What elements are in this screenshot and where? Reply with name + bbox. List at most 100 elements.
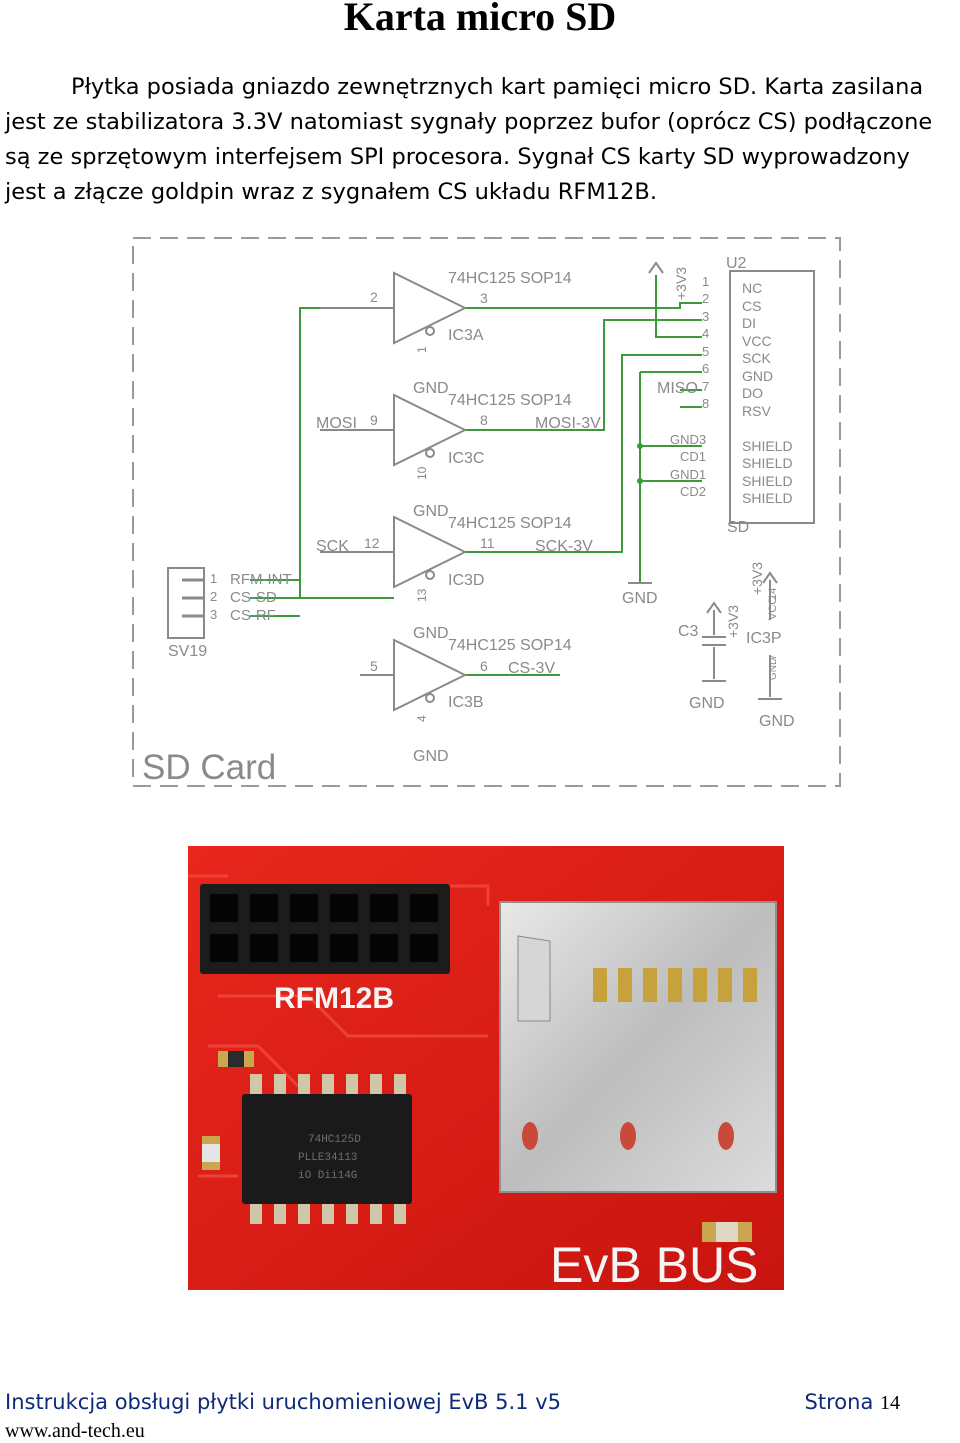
sd-card-schematic: SD Card — [132, 237, 841, 787]
sd-pin-name: GND — [742, 368, 773, 384]
sd-pin-name: DO — [742, 385, 763, 401]
sd-shield-name: SHIELD — [742, 490, 793, 506]
chip-pins — [250, 1074, 406, 1224]
connector-name: SV19 — [168, 643, 207, 660]
sd-pin-numbers: 1 2 3 4 5 6 7 8 — [702, 274, 709, 411]
sd-shield-name: SHIELD — [742, 455, 793, 471]
sd-pin-num: 2 — [702, 291, 709, 306]
power-name: IC3P — [746, 630, 782, 647]
buffer-out-pin: 6 — [480, 658, 488, 674]
sd-shield-name: SHIELD — [742, 473, 793, 489]
buffer-gnd: GND — [413, 503, 449, 520]
footer-page-number: 14 — [880, 1392, 900, 1414]
frame-label: SD Card — [142, 748, 276, 787]
junction-dot — [637, 478, 643, 484]
connector-net: CS-SD — [230, 589, 277, 606]
connector-net: CS-RF — [230, 607, 276, 624]
chip-marking-line: 74HC125D — [308, 1134, 361, 1146]
power-symbol — [758, 571, 782, 700]
sd-pin-num: 6 — [702, 361, 709, 376]
net-sck-3v: SCK-3V — [535, 538, 593, 555]
sd-shield-pin: GND3 — [670, 432, 706, 447]
socket-holes — [522, 1122, 734, 1150]
buffer-part: 74HC125 SOP14 — [448, 515, 572, 532]
silk-evb-bus: EvB BUS — [550, 1237, 758, 1290]
buffer-oe-pin: 4 — [415, 715, 429, 722]
paragraph-line: jest ze stabilizatora 3.3V natomiast syg… — [5, 109, 933, 135]
buffer-in-pin: 2 — [370, 289, 378, 305]
net-mosi: MOSI — [316, 415, 357, 432]
socket-contacts — [593, 968, 757, 1002]
buffer-out-pin: 11 — [480, 535, 495, 551]
buffer-in-pin: 5 — [370, 658, 378, 674]
power-gnd-pin: 7 — [768, 654, 779, 660]
buffer-in-pin: 9 — [370, 412, 378, 428]
power-gnd-pin-name: GND — [768, 658, 779, 680]
sd-shield-pin: CD1 — [680, 449, 706, 464]
buffer-oe-pin: 10 — [415, 466, 429, 480]
sd-ref: U2 — [726, 255, 747, 272]
connector-symbol — [167, 567, 205, 639]
buffer-part: 74HC125 SOP14 — [448, 392, 572, 409]
sd-pin-name: VCC — [742, 333, 772, 349]
sd-shield-pin: GND1 — [670, 467, 706, 482]
sd-pin-num: 4 — [702, 326, 709, 341]
buffer-in-pin: 12 — [364, 535, 380, 551]
footer-page-indicator: Strona 14 — [805, 1390, 900, 1415]
sd-pin-num: 8 — [702, 396, 709, 411]
socket-spring — [517, 935, 551, 1022]
paragraph-line: są ze sprzętowym interfejsem SPI proceso… — [5, 144, 910, 170]
buffer-name: IC3A — [448, 327, 484, 344]
power-supply: +3V3 — [749, 562, 765, 595]
buffer-chip — [242, 1094, 412, 1204]
paragraph-line: Płytka posiada gniazdo zewnętrznych kart… — [71, 74, 924, 100]
sd-shield-name: SHIELD — [742, 438, 793, 454]
sd-pin-name: NC — [742, 280, 762, 296]
sd-miso: MISO — [657, 380, 698, 397]
buffer-symbols — [320, 271, 468, 712]
sd-pin-num: 3 — [702, 309, 709, 324]
description-paragraph: Płytka posiada gniazdo zewnętrznych kart… — [5, 70, 955, 210]
signal-wires — [250, 275, 702, 676]
schematic-frame — [132, 237, 841, 787]
net-sck: SCK — [316, 538, 349, 555]
net-mosi-3v: MOSI-3V — [535, 415, 601, 432]
chip-marking: 74HC125D PLLE34113 iO Dii14G — [298, 1134, 361, 1182]
footer-url: www.and-tech.eu — [5, 1420, 145, 1442]
buffer-out-pin: 8 — [480, 412, 488, 428]
connector-pin-num: 3 — [210, 607, 217, 622]
smd-passives — [202, 1051, 752, 1242]
capacitor-symbol — [702, 601, 726, 682]
sd-pin-names: NC CS DI VCC SCK GND DO RSV — [742, 280, 773, 419]
power-gnd: GND — [759, 713, 795, 730]
buffer-name: IC3B — [448, 694, 484, 711]
board-photo: RFM12B 74HC125D PLLE34113 iO Dii14G — [188, 846, 784, 1290]
sd-shield-names: SHIELD SHIELD SHIELD SHIELD — [742, 438, 793, 506]
oe-bubbles — [425, 326, 435, 703]
buffer-part: 74HC125 SOP14 — [448, 270, 572, 287]
junction-dot — [637, 443, 643, 449]
sd-gnd: GND — [622, 590, 658, 607]
capacitor-gnd: GND — [689, 695, 725, 712]
net-cs-3v: CS-3V — [508, 660, 555, 677]
power-vcc-pin: 14 — [767, 588, 779, 600]
silk-rfm12b: RFM12B — [274, 982, 394, 1015]
capacitor-name: C3 — [678, 623, 699, 640]
buffer-oe-pin: 1 — [415, 346, 429, 353]
chip-marking-line: iO Dii14G — [298, 1170, 357, 1182]
buffer-oe-pin: 13 — [415, 588, 429, 602]
footer-page-label: Strona — [804, 1390, 874, 1414]
chip-marking-line: PLLE34113 — [298, 1152, 357, 1164]
sd-pin-name: RSV — [742, 403, 771, 419]
buffer-name: IC3D — [448, 572, 484, 589]
buffer-gnd: GND — [413, 625, 449, 642]
sd-pin-name: DI — [742, 315, 756, 331]
board-photo-graphic: RFM12B 74HC125D PLLE34113 iO Dii14G — [188, 846, 784, 1290]
sd-shield-pins: GND3 CD1 GND1 CD2 — [670, 432, 706, 499]
buffer-out-pin: 3 — [480, 290, 488, 306]
paragraph-line: jest a złącze goldpin wraz z sygnałem CS… — [5, 179, 657, 205]
connector-pins — [182, 578, 204, 618]
footer-document-title: Instrukcja obsługi płytki uruchomieniowe… — [5, 1390, 561, 1414]
supply-arrow-icon — [648, 261, 664, 274]
connector-pin-num: 1 — [210, 571, 217, 586]
